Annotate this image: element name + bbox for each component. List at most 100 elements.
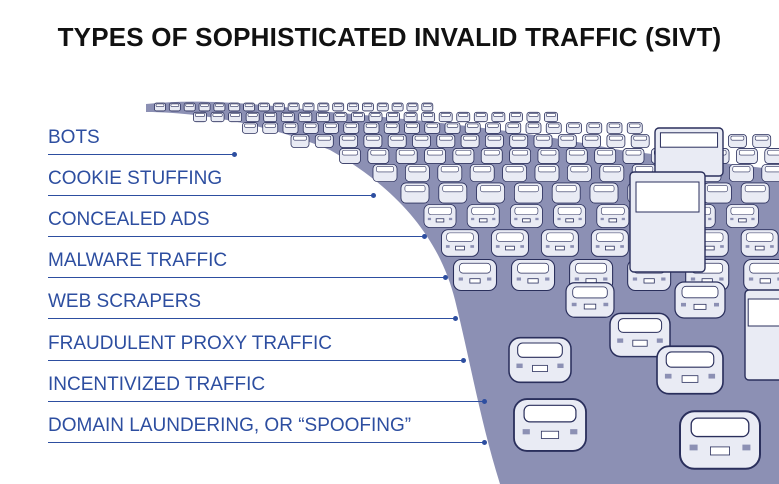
- car-icon: [412, 134, 431, 148]
- car-icon: [599, 163, 625, 183]
- car-icon: [421, 102, 434, 112]
- car-icon: [423, 204, 457, 228]
- truck-icon: [654, 127, 724, 177]
- car-icon: [502, 163, 528, 183]
- leader-line: [48, 442, 484, 443]
- car-icon: [243, 102, 256, 112]
- car-icon: [537, 148, 560, 164]
- car-icon: [438, 182, 468, 204]
- car-icon: [484, 134, 504, 148]
- car-icon: [258, 102, 270, 112]
- car-icon: [314, 134, 334, 148]
- sivt-type-label: INCENTIVIZED TRAFFIC: [48, 374, 266, 395]
- car-icon: [466, 204, 500, 228]
- car-icon: [361, 102, 374, 112]
- leader-dot: [453, 316, 458, 321]
- car-icon: [333, 111, 348, 123]
- car-icon: [544, 111, 558, 123]
- car-icon: [630, 134, 650, 148]
- car-icon: [736, 148, 758, 164]
- car-icon: [752, 134, 772, 148]
- car-icon: [452, 258, 498, 292]
- car-icon: [740, 182, 770, 204]
- car-icon: [606, 134, 626, 148]
- car-icon: [509, 148, 532, 164]
- car-icon: [456, 111, 471, 123]
- car-icon: [533, 134, 553, 148]
- car-icon: [351, 111, 365, 123]
- car-icon: [317, 102, 330, 112]
- car-icon: [740, 229, 779, 257]
- car-icon: [490, 229, 529, 257]
- car-icon: [424, 122, 441, 134]
- car-icon: [383, 122, 400, 134]
- car-icon: [298, 111, 313, 123]
- leader-line: [48, 401, 484, 402]
- car-icon: [508, 336, 572, 384]
- sivt-type-item: COOKIE STUFFING: [48, 168, 376, 198]
- car-icon: [228, 111, 243, 123]
- car-icon: [509, 204, 543, 228]
- car-icon: [606, 122, 623, 134]
- car-icon: [656, 345, 724, 395]
- car-icon: [386, 111, 400, 123]
- car-icon: [545, 122, 562, 134]
- car-icon: [508, 111, 523, 123]
- car-icon: [400, 182, 430, 204]
- car-icon: [421, 111, 436, 123]
- sivt-type-item: INCENTIVIZED TRAFFIC: [48, 374, 487, 404]
- car-icon: [404, 122, 420, 134]
- car-icon: [469, 163, 495, 183]
- sivt-type-label: WEB SCRAPERS: [48, 291, 202, 312]
- car-icon: [565, 282, 615, 318]
- car-icon: [491, 111, 506, 123]
- car-icon: [403, 111, 418, 123]
- sivt-type-item: DOMAIN LAUNDERING, OR “SPOOFING”: [48, 415, 487, 445]
- car-icon: [589, 182, 619, 204]
- car-icon: [726, 204, 759, 228]
- truck-icon: [744, 289, 779, 381]
- car-icon: [582, 134, 601, 148]
- car-icon: [363, 122, 380, 134]
- car-icon: [343, 122, 360, 134]
- car-icon: [480, 148, 503, 164]
- car-icon: [272, 102, 285, 112]
- car-icon: [367, 148, 390, 164]
- car-icon: [262, 122, 279, 134]
- car-icon: [674, 281, 726, 319]
- vehicles-group: [154, 102, 779, 470]
- leader-dot: [371, 193, 376, 198]
- leader-line: [48, 360, 463, 361]
- car-icon: [339, 134, 359, 148]
- car-icon: [302, 102, 315, 112]
- car-icon: [476, 182, 506, 204]
- car-icon: [290, 134, 310, 148]
- car-icon: [363, 134, 383, 148]
- sivt-type-item: MALWARE TRAFFIC: [48, 250, 448, 280]
- car-icon: [323, 122, 339, 134]
- sivt-type-label: BOTS: [48, 127, 100, 148]
- car-icon: [679, 410, 761, 470]
- sivt-type-item: BOTS: [48, 127, 237, 157]
- car-icon: [213, 102, 226, 112]
- car-icon: [404, 163, 430, 183]
- sivt-type-label: COOKIE STUFFING: [48, 168, 223, 189]
- car-icon: [438, 111, 453, 123]
- car-icon: [406, 102, 419, 112]
- car-icon: [424, 148, 446, 164]
- road-shadow: [146, 101, 779, 484]
- sivt-type-label: CONCEALED ADS: [48, 209, 210, 230]
- car-icon: [441, 229, 479, 257]
- leader-dot: [422, 234, 427, 239]
- leader-line: [48, 195, 373, 196]
- car-icon: [210, 111, 225, 123]
- car-icon: [263, 111, 278, 123]
- sivt-type-item: CONCEALED ADS: [48, 209, 427, 239]
- car-icon: [764, 148, 779, 164]
- leader-dot: [232, 152, 237, 157]
- car-icon: [525, 122, 542, 134]
- sivt-type-item: FRAUDULENT PROXY TRAFFIC: [48, 333, 466, 363]
- leader-dot: [482, 440, 487, 445]
- leader-line: [48, 154, 234, 155]
